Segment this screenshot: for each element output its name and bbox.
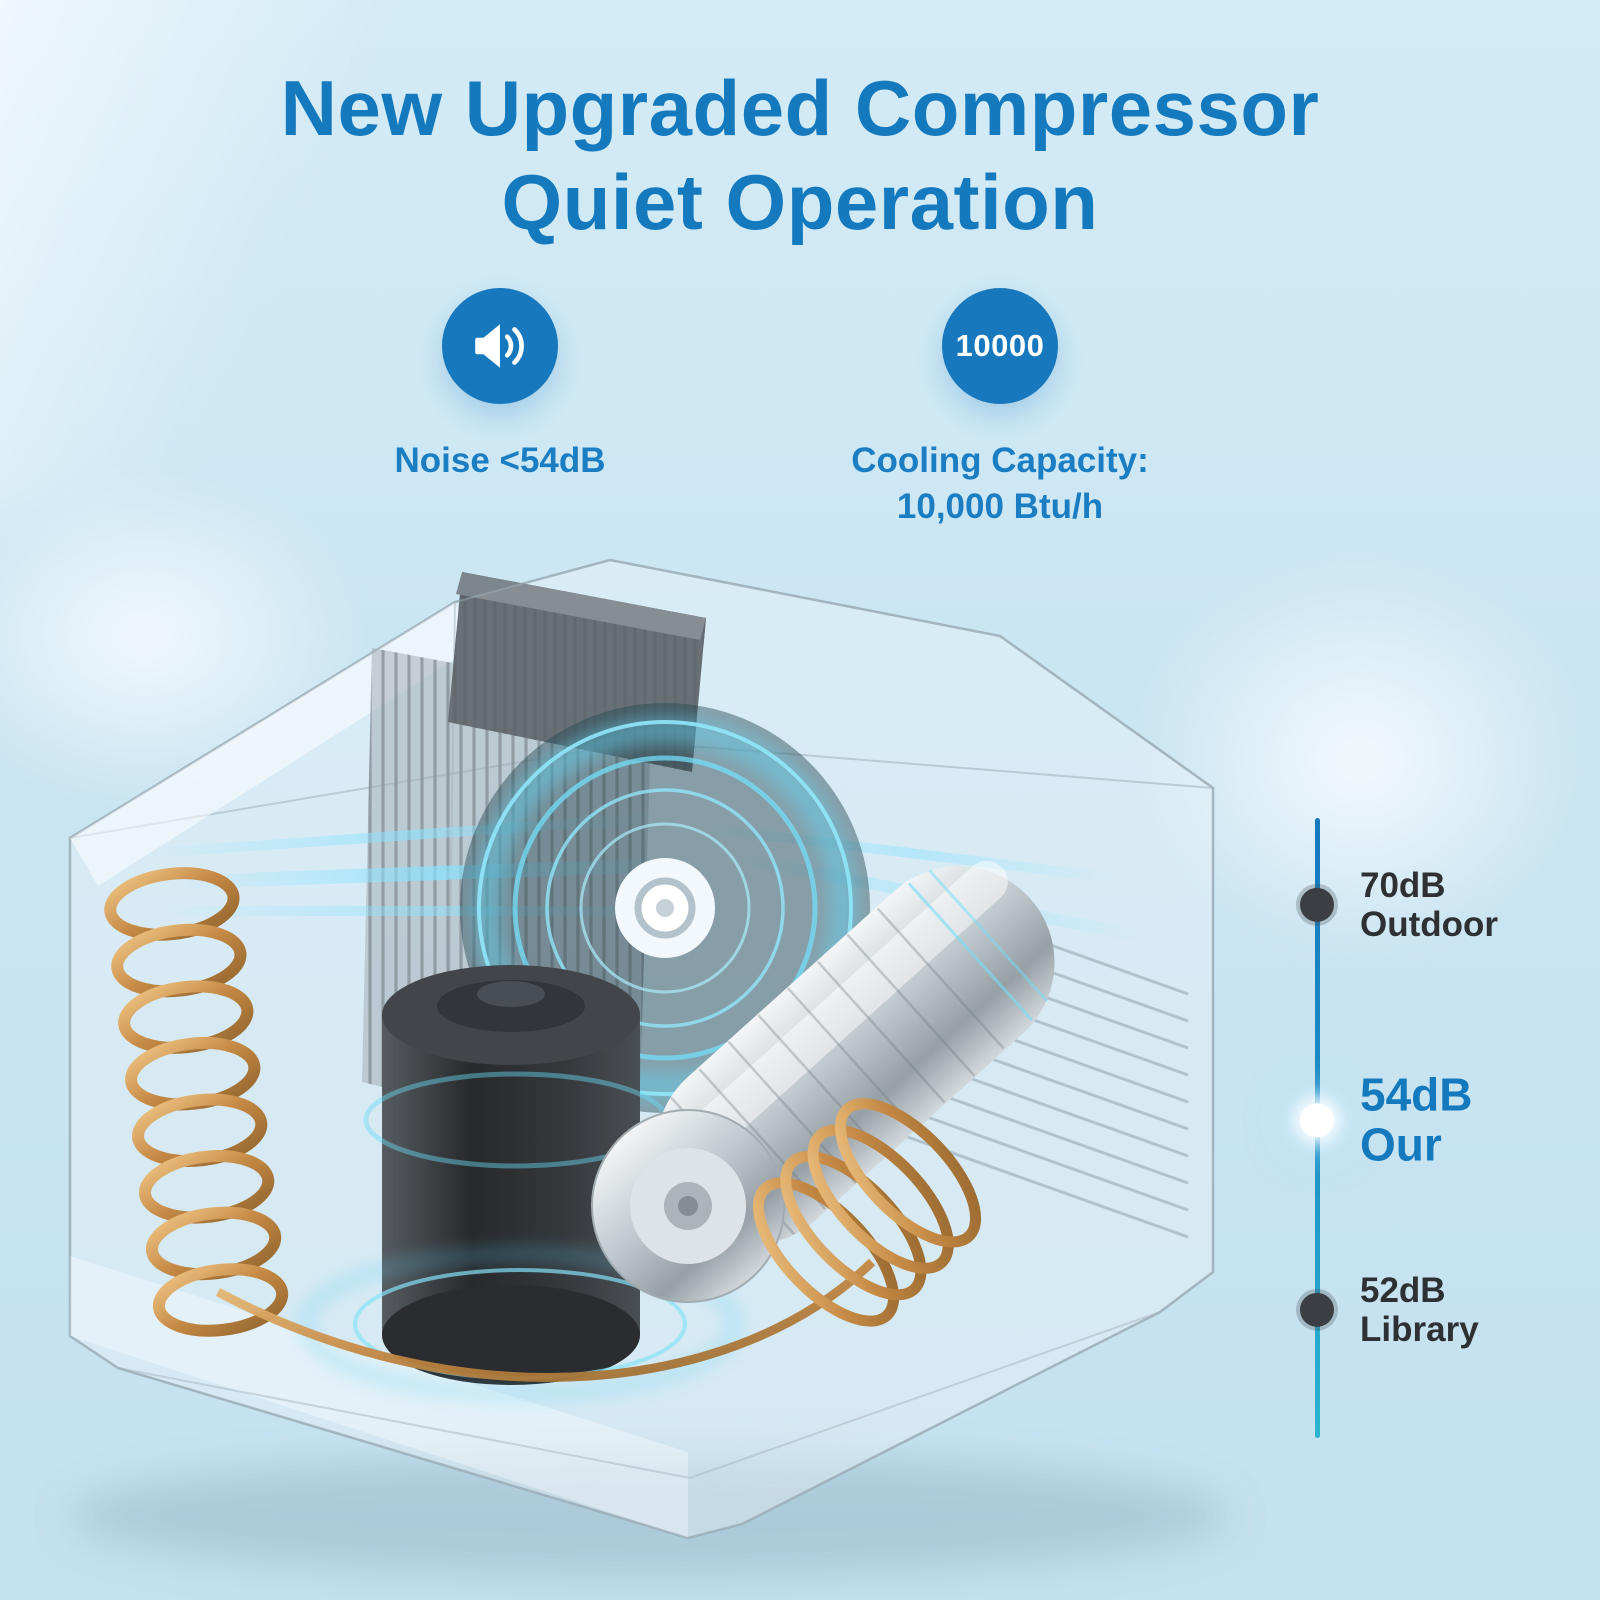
- noise-label: Noise <54dB: [394, 441, 606, 480]
- feature-capacity: 10000 Cooling Capacity: 10,000 Btu/h: [788, 288, 1212, 530]
- capacity-label: Cooling Capacity: 10,000 Btu/h: [788, 438, 1212, 530]
- db-text-library: 52dB Library: [1360, 1271, 1479, 1349]
- db-label: Our: [1360, 1118, 1442, 1170]
- condenser-coil-right: [752, 1098, 982, 1327]
- page-title-line2: Quiet Operation: [501, 157, 1099, 246]
- db-text-outdoor: 70dB Outdoor: [1360, 866, 1498, 944]
- db-text-our: 54dB Our: [1360, 1070, 1472, 1169]
- copper-pipe: [215, 1258, 876, 1382]
- capacity-label-line2: 10,000 Btu/h: [896, 487, 1104, 527]
- compressor: [301, 965, 739, 1398]
- feature-noise: Noise <54dB: [330, 288, 670, 484]
- capacity-badge: 10000: [942, 288, 1058, 404]
- db-value: 70dB: [1360, 865, 1446, 905]
- speaker-icon-glyph: [475, 324, 524, 368]
- db-item-outdoor: 70dB Outdoor: [1300, 866, 1498, 944]
- capacity-label-line1: Cooling Capacity:: [851, 441, 1149, 480]
- db-value: 54dB: [1360, 1068, 1473, 1121]
- housing-front-overlay: [69, 558, 1214, 1540]
- condenser-coil-left: [104, 867, 289, 1337]
- db-item-library: 52dB Library: [1300, 1271, 1479, 1349]
- db-dot-library: [1300, 1293, 1334, 1327]
- capacity-badge-value: 10000: [955, 328, 1045, 363]
- db-dot-our: [1300, 1103, 1334, 1137]
- db-item-our: 54dB Our: [1300, 1070, 1472, 1169]
- page-title-line1: New Upgraded Compressor: [280, 64, 1320, 152]
- decibel-scale: 70dB Outdoor 54dB Our 52dB Library: [1300, 818, 1585, 1443]
- db-label: Library: [1360, 1310, 1479, 1349]
- db-dot-outdoor: [1300, 888, 1334, 922]
- db-label: Outdoor: [1360, 905, 1499, 944]
- ground-shadow: [70, 1454, 1230, 1578]
- speaker-icon: [442, 288, 558, 404]
- page-title: New Upgraded Compressor Quiet Operation: [0, 62, 1600, 249]
- blower-cylinder: [591, 860, 1055, 1303]
- db-value: 52dB: [1360, 1270, 1446, 1310]
